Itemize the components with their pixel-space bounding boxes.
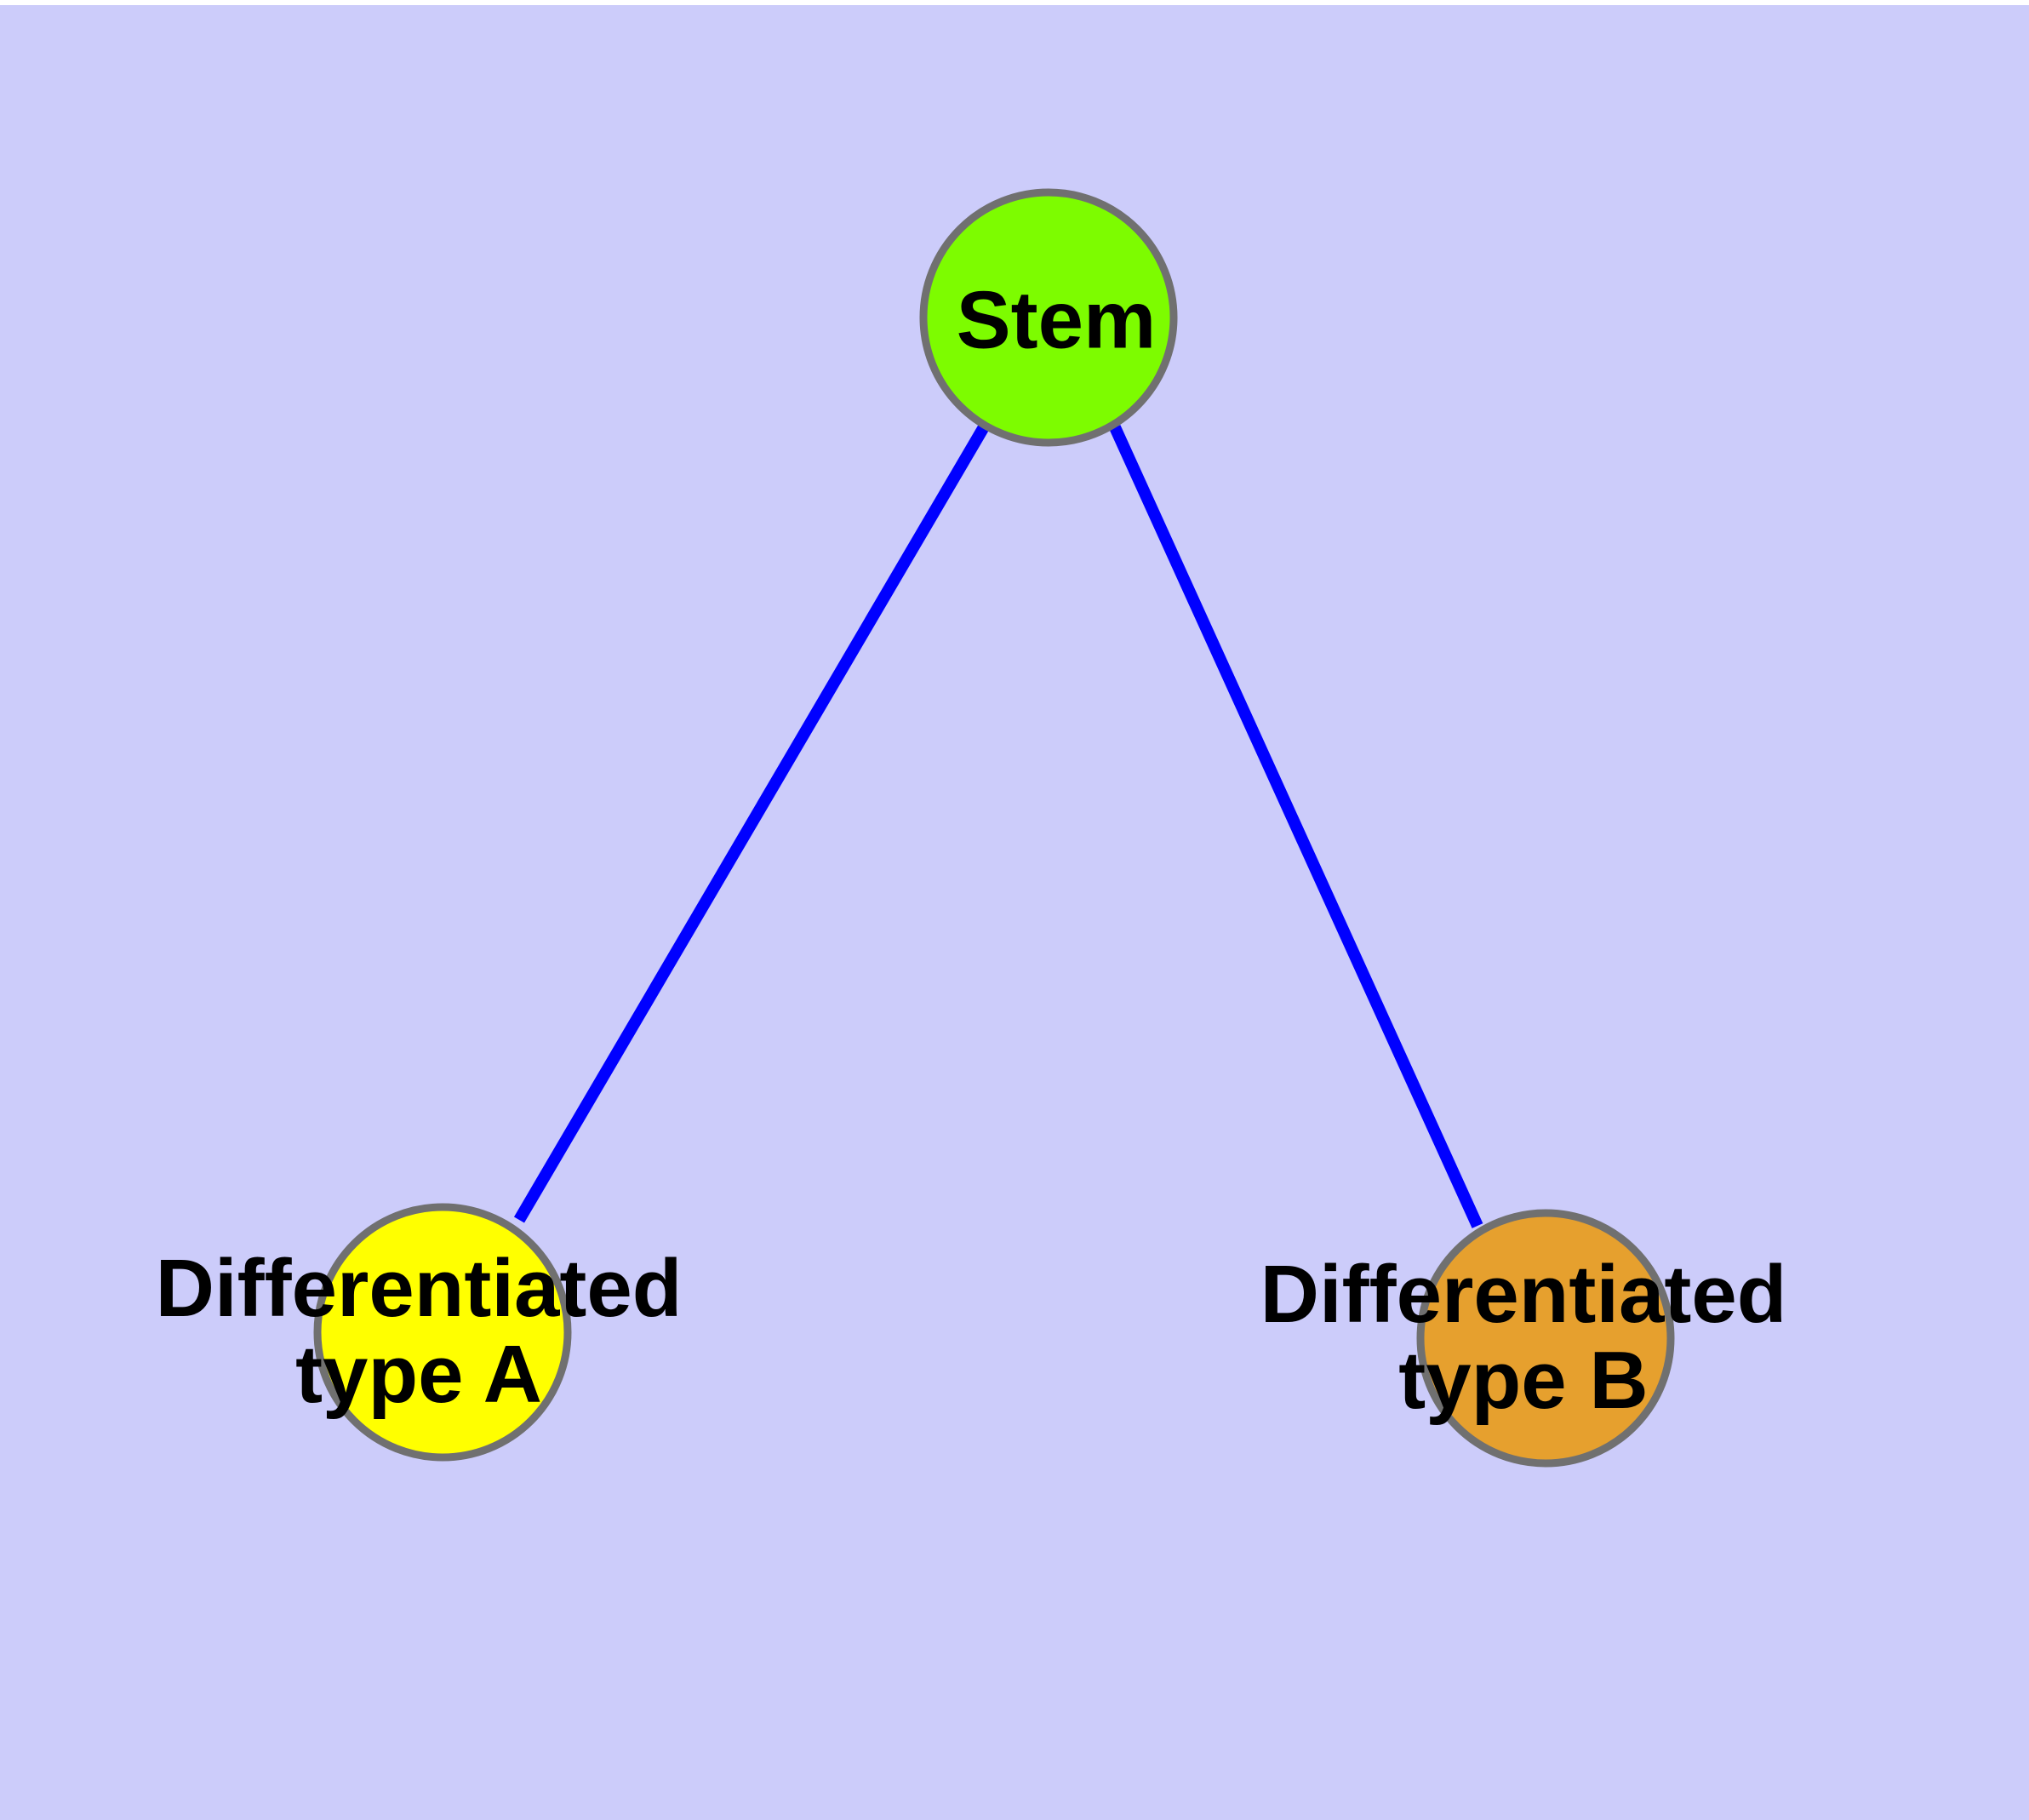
node-stem[interactable] xyxy=(919,188,1178,447)
edge-layer xyxy=(513,422,1483,1228)
edge-stem-to-diff-b[interactable] xyxy=(1109,425,1483,1228)
node-differentiated-type-a[interactable] xyxy=(313,1203,572,1462)
node-layer xyxy=(313,188,1675,1468)
top-white-strip xyxy=(0,0,2029,5)
edge-stem-to-diff-a[interactable] xyxy=(513,422,991,1223)
node-differentiated-type-b[interactable] xyxy=(1416,1209,1675,1468)
